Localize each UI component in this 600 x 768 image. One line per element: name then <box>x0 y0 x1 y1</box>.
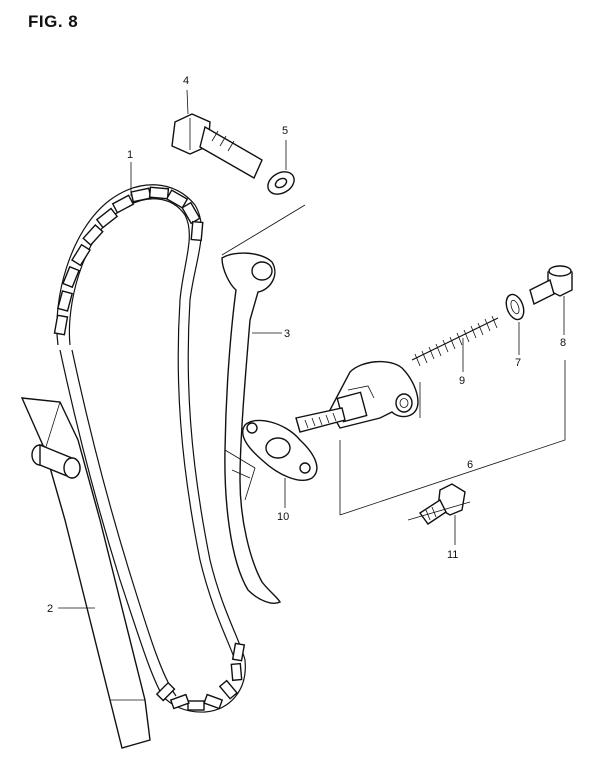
cap-bolt-part-8 <box>529 265 573 306</box>
gasket-part-10 <box>242 419 318 481</box>
callouts: 1 2 3 4 5 6 7 8 9 10 11 <box>47 75 566 615</box>
chain-guide-part-2 <box>20 397 151 749</box>
callout-3: 3 <box>284 328 290 340</box>
leader-lines <box>58 89 566 609</box>
washer-part-7 <box>505 293 525 321</box>
callout-7: 7 <box>515 357 521 369</box>
bolt-part-11 <box>418 483 466 525</box>
tensioner-assembly-part-6 <box>295 361 419 433</box>
callout-1: 1 <box>127 149 133 161</box>
washer-part-5 <box>267 171 295 195</box>
callout-5: 5 <box>282 125 288 137</box>
callout-2: 2 <box>47 603 53 615</box>
bolt-part-4 <box>171 113 263 179</box>
callout-4: 4 <box>183 75 189 87</box>
cam-chain-part-1 <box>53 184 246 713</box>
callout-6: 6 <box>467 459 473 471</box>
tensioner-guide-part-3 <box>221 252 281 604</box>
figure-title: FIG. 8 <box>28 12 79 31</box>
chain-links-top <box>53 186 204 336</box>
callout-8: 8 <box>560 337 566 349</box>
callout-10: 10 <box>277 511 289 523</box>
callout-9: 9 <box>459 375 465 387</box>
callout-11: 11 <box>447 549 458 561</box>
spring-part-9 <box>411 315 499 367</box>
chain-links-bottom <box>155 642 246 711</box>
